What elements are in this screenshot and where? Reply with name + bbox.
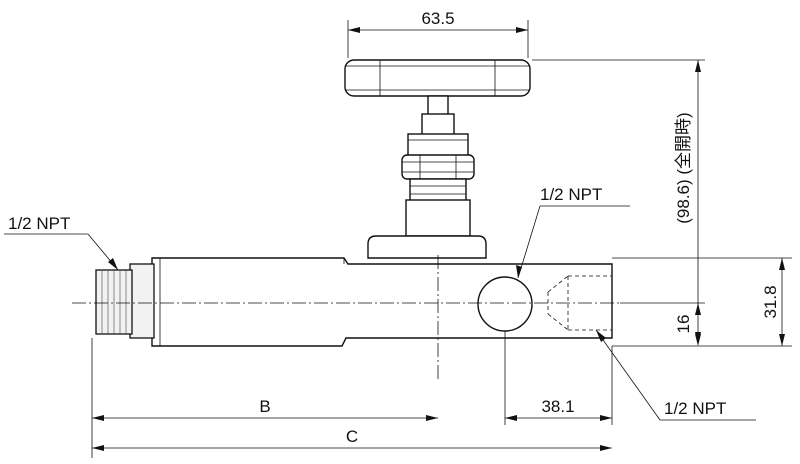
dim-handle-width: 63.5 <box>347 9 529 58</box>
callout-inlet-thread: 1/2 NPT <box>4 214 119 271</box>
side-port <box>477 276 533 332</box>
label-handle-width: 63.5 <box>421 9 454 28</box>
bonnet-nut <box>401 133 475 237</box>
label-length-b: B <box>259 397 270 416</box>
valve-stem <box>421 95 455 137</box>
callout-outlet-thread: 1/2 NPT <box>595 329 756 421</box>
label-length-c: C <box>346 427 358 446</box>
label-side-port-thread: 1/2 NPT <box>540 185 602 204</box>
dim-length-b: B <box>91 338 438 458</box>
dim-port-center-height: 16 <box>620 302 705 346</box>
dim-port-offset: 38.1 <box>504 331 613 425</box>
label-inlet-thread: 1/2 NPT <box>8 214 70 233</box>
valve-body <box>151 257 613 347</box>
label-port-offset: 38.1 <box>541 397 574 416</box>
label-body-height: 31.8 <box>761 285 780 318</box>
inlet-connector <box>95 263 155 339</box>
callout-side-port-thread: 1/2 NPT <box>516 185 630 279</box>
dim-body-height: 31.8 <box>612 257 792 347</box>
label-outlet-thread: 1/2 NPT <box>664 399 726 418</box>
bonnet-base <box>367 235 487 259</box>
t-handle <box>344 59 531 97</box>
label-full-open-height: (98.6) (全開時) <box>674 112 693 223</box>
dim-length-c: C <box>92 427 612 451</box>
label-port-center-height: 16 <box>674 315 693 334</box>
